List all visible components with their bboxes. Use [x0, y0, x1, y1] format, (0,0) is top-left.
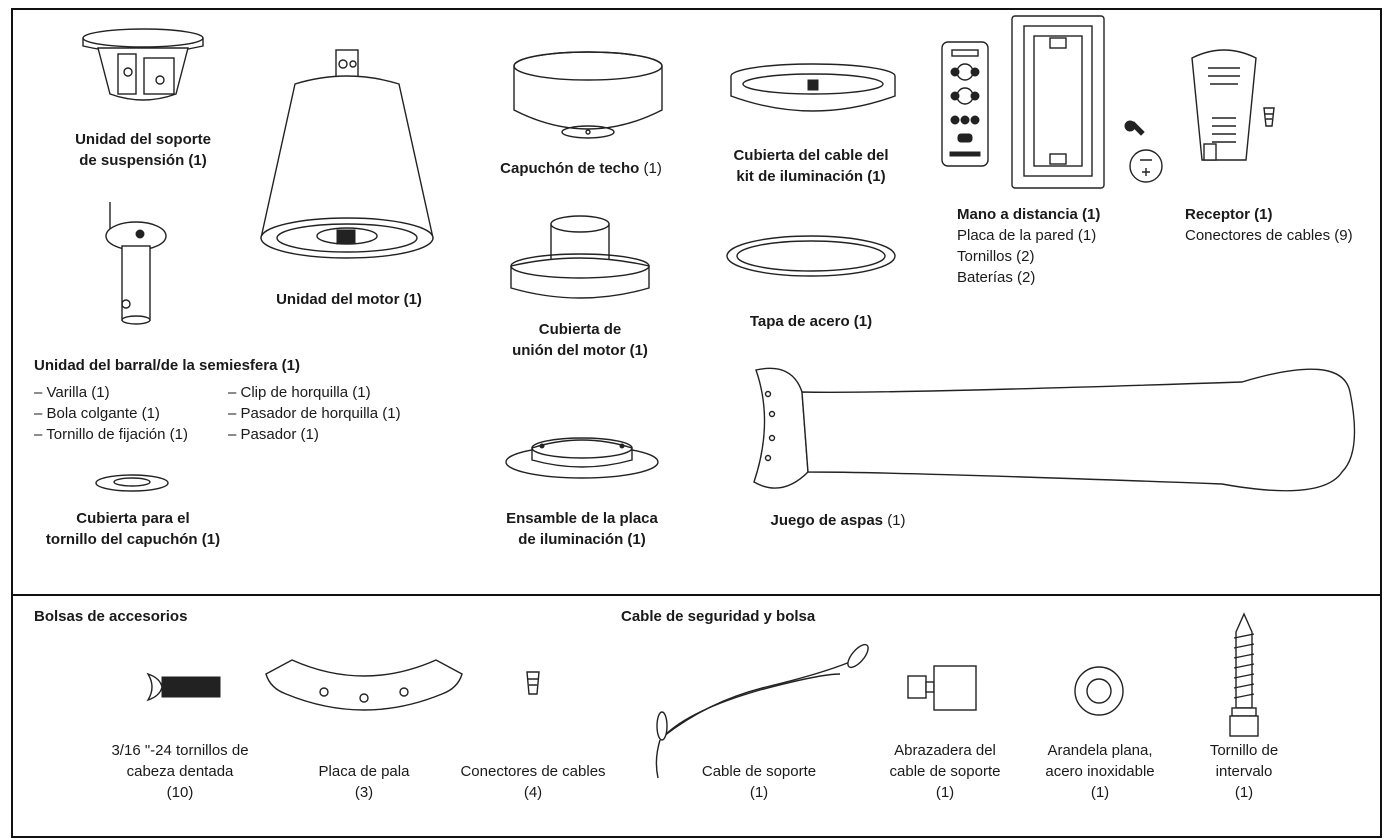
- bottom-item-line: (1): [935, 784, 955, 801]
- blade-screw-illustration: [146, 672, 221, 702]
- receiver-label: Receptor (1): [1185, 206, 1273, 223]
- downrod-item: – Tornillo de fijación (1): [34, 426, 188, 443]
- wire-connector-illustration: [526, 671, 540, 695]
- support-cable-illustration: [655, 643, 869, 779]
- canopy-label-count: (1): [639, 160, 662, 177]
- motor-illustration: [260, 49, 434, 259]
- bottom-item-line: Conectores de cables: [460, 763, 606, 780]
- blade-set-label: Juego de aspas (1): [770, 510, 905, 531]
- remote-label: Mano a distancia (1): [957, 206, 1101, 223]
- batteries-label: Baterías (2): [957, 269, 1036, 286]
- bottom-item-line: (3): [354, 784, 374, 801]
- hardware-bags-title: Bolsas de accesorios: [34, 608, 188, 625]
- bottom-item-line: (1): [1090, 784, 1110, 801]
- gap-screw-illustration: [1229, 612, 1259, 737]
- steel-cap-label: Tapa de acero (1): [749, 313, 873, 330]
- bottom-item-line: intervalo: [1215, 763, 1273, 780]
- canopy-screw-cover-illustration: [95, 474, 169, 492]
- downrod-item: – Clip de horquilla (1): [228, 384, 371, 401]
- remote-screws-label: Tornillos (2): [957, 248, 1035, 265]
- blade-plate-illustration: [265, 659, 463, 711]
- wall-plate-label: Placa de la pared (1): [957, 227, 1097, 244]
- bottom-item-line: (4): [523, 784, 543, 801]
- safety-cable-title: Cable de seguridad y bolsa: [621, 608, 816, 625]
- light-kit-cable-cover-illustration: [730, 63, 896, 112]
- blade-set-label-name: Juego de aspas: [770, 512, 884, 529]
- bottom-item-line: Tornillo de: [1209, 742, 1279, 759]
- flat-washer-illustration: [1074, 666, 1124, 716]
- canopy-screw-cover-label-line2: tornillo del capuchón (1): [45, 531, 221, 548]
- receiver-wire-connectors-label: Conectores de cables (9): [1185, 227, 1353, 244]
- light-plate-label-line2: de iluminación (1): [518, 531, 646, 548]
- canopy-label: Capuchón de techo (1): [500, 158, 662, 179]
- bottom-item-line: (10): [166, 784, 194, 801]
- bottom-item-line: Abrazadera del: [894, 742, 996, 759]
- remote-illustration: [941, 41, 989, 167]
- receiver-illustration: [1191, 49, 1257, 161]
- motor-label: Unidad del motor (1): [276, 291, 422, 308]
- bottom-item-line: (1): [1234, 784, 1254, 801]
- bottom-item-line: (1): [749, 784, 769, 801]
- blade-illustration: [753, 367, 1356, 492]
- cable-clamp-illustration: [907, 665, 977, 711]
- downrod-label: Unidad del barral/de la semiesfera (1): [34, 357, 300, 374]
- bottom-item-line: Placa de pala: [318, 763, 410, 780]
- section-divider: [11, 594, 1382, 596]
- blade-set-label-count: (1): [883, 512, 906, 529]
- light-plate-illustration: [505, 437, 659, 479]
- bottom-item-line: cabeza dentada: [126, 763, 234, 780]
- remote-screws-illustration: [1124, 120, 1163, 183]
- downrod-item: – Pasador de horquilla (1): [228, 405, 401, 422]
- coupling-cover-label-line1: Cubierta de: [538, 321, 622, 338]
- bottom-item-line: Arandela plana,: [1047, 742, 1153, 759]
- coupling-cover-illustration: [510, 215, 650, 299]
- mounting-bracket-label-line2: de suspensión (1): [79, 152, 207, 169]
- canopy-label-name: Capuchón de techo: [500, 160, 640, 177]
- canopy-illustration: [513, 51, 663, 139]
- bottom-item-line: Cable de soporte: [701, 763, 817, 780]
- mounting-bracket-illustration: [82, 28, 204, 101]
- bottom-item-line: 3/16 "-24 tornillos de: [111, 742, 249, 759]
- downrod-item: – Pasador (1): [228, 426, 319, 443]
- receiver-wire-connector-illustration: [1263, 107, 1275, 127]
- light-plate-label-line1: Ensamble de la placa: [506, 510, 658, 527]
- downrod-item: – Bola colgante (1): [34, 405, 160, 422]
- canopy-screw-cover-label-line1: Cubierta para el: [76, 510, 190, 527]
- wall-plate-illustration: [1011, 15, 1105, 189]
- downrod-illustration: [105, 202, 167, 325]
- steel-cap-illustration: [726, 235, 896, 277]
- light-kit-cover-label-line1: Cubierta del cable del: [733, 147, 889, 164]
- bottom-item-line: cable de soporte: [889, 763, 1001, 780]
- coupling-cover-label-line2: unión del motor (1): [512, 342, 648, 359]
- bottom-item-line: acero inoxidable: [1045, 763, 1155, 780]
- light-kit-cover-label-line2: kit de iluminación (1): [736, 168, 886, 185]
- mounting-bracket-label-line1: Unidad del soporte: [75, 131, 211, 148]
- downrod-item: – Varilla (1): [34, 384, 110, 401]
